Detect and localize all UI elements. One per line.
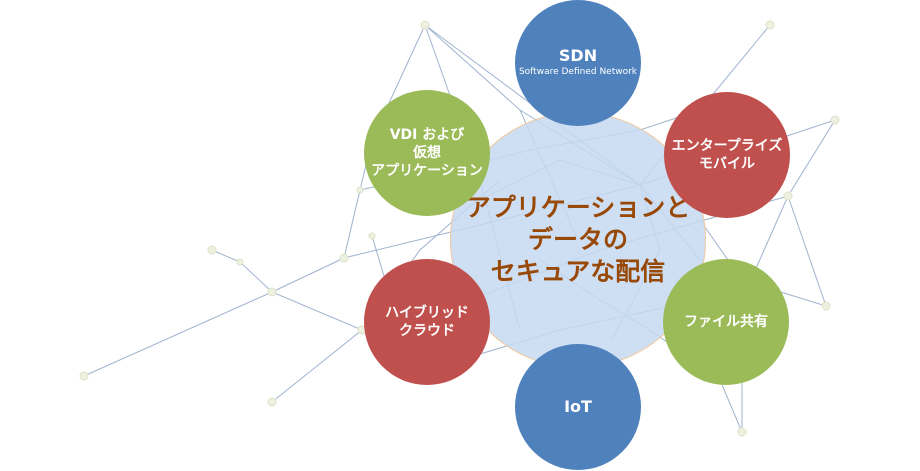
center-label: アプリケーションと データの セキュアな配信 (465, 193, 691, 286)
node-hybrid-cloud: ハイブリッド クラウド (364, 259, 490, 385)
sdn-title: SDN (558, 46, 598, 65)
file-title: ファイル共有 (684, 314, 768, 330)
sdn-subtitle: Software Defined Network (518, 67, 638, 77)
node-iot: IoT (515, 344, 641, 470)
node-file-share: ファイル共有 (663, 259, 789, 385)
enterprise-title: エンタープライズ モバイル (671, 138, 783, 172)
hybrid-title: ハイブリッド クラウド (385, 305, 469, 339)
node-vdi: VDI および 仮想 アプリケーション (364, 90, 490, 216)
node-enterprise-mobile: エンタープライズ モバイル (664, 92, 790, 218)
vdi-title: VDI および 仮想 アプリケーション (371, 127, 483, 179)
iot-title: IoT (564, 397, 592, 416)
node-sdn: SDN Software Defined Network (515, 0, 641, 126)
